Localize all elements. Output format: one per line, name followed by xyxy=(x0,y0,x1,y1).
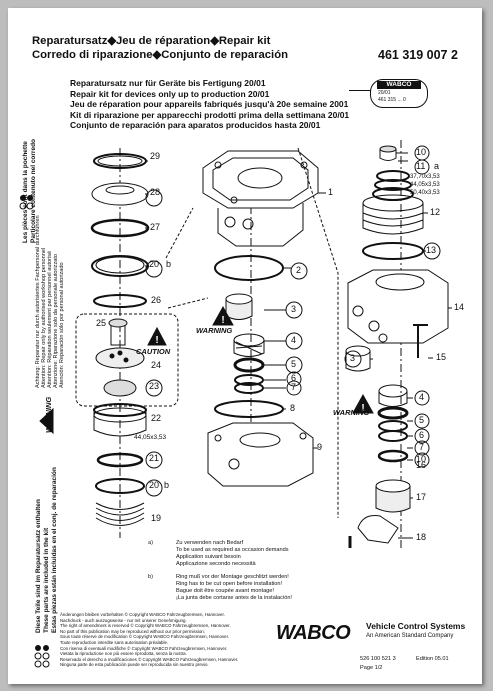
note-b-es: ¡La junta debe cortarse antes de la inst… xyxy=(176,595,292,601)
part-label-24: 24 xyxy=(151,360,162,370)
caution-text: CAUTION xyxy=(136,347,171,356)
part-label-16: 16 xyxy=(416,460,427,470)
part-label-6: 6 xyxy=(291,373,297,383)
svg-text:!: ! xyxy=(155,335,158,346)
note-b-de: Ring muß vor der Montage geschlitzt werd… xyxy=(176,574,289,580)
part-label-5-right: 5 xyxy=(419,415,425,425)
nameplate-line1: 20/01 xyxy=(378,90,391,96)
nameplate-leader xyxy=(349,90,371,91)
part-label-2: 2 xyxy=(296,265,302,275)
dimension-44-05: 44,05x3,53 xyxy=(410,182,440,188)
copyright-line-6: Toute reproduction interdite sans autori… xyxy=(60,639,169,645)
note-a-en: To be used as required as occasion deman… xyxy=(176,547,289,553)
note-b-en: Ring has to be cut open before installat… xyxy=(176,581,283,587)
nameplate-label: WABCO 20/01 461 315 ... 0 xyxy=(370,79,428,108)
part-label-20-lower-b: b xyxy=(164,480,170,490)
part-label-20-b: b xyxy=(166,259,172,269)
part-label-4: 4 xyxy=(291,335,297,345)
copyright-line-5: Sous toute réserve de modification © Cop… xyxy=(60,634,230,640)
intro-fr: Jeu de réparation pour appareils fabriqu… xyxy=(70,99,349,109)
company-name: Vehicle Control Systems xyxy=(366,621,466,631)
edition: Edition 05.01 xyxy=(416,656,449,662)
part-label-20-lower: 20 xyxy=(149,480,160,490)
part-label-29: 29 xyxy=(150,151,161,161)
part-label-9: 9 xyxy=(317,442,323,452)
exploded-view-drawing: ! ! ! xyxy=(19,140,452,668)
part-label-18: 18 xyxy=(416,532,427,542)
title-line-1: Reparatursatz◆Jeu de réparation◆Repair k… xyxy=(32,35,271,47)
part-label-4-right: 4 xyxy=(419,392,425,402)
part-label-28: 28 xyxy=(150,187,161,197)
note-b: Ring muß vor der Montage geschlitzt werd… xyxy=(176,574,292,602)
copyright-line-10: Ninguna parte de esta publicación puede … xyxy=(60,662,209,668)
part-number: 461 319 007 2 xyxy=(378,48,458,62)
part-label-10-right: 10 xyxy=(416,454,427,464)
copyright-line-3: The right of amendment is reserved © Cop… xyxy=(60,623,231,629)
intro-es: Conjunto de reparación para aparatos pro… xyxy=(70,120,321,130)
wabco-logo: WABCO xyxy=(276,622,351,644)
document-number: 526 100 521 3 xyxy=(360,656,396,662)
dimension-44-05-left: 44,05x3,53 xyxy=(134,434,167,441)
copyright-line-1: Änderungen bleiben vorbehalten © Copyrig… xyxy=(60,612,225,617)
part-label-17: 17 xyxy=(416,492,427,502)
copyright-line-7: Con riserva di eventuali modifiche © Cop… xyxy=(60,645,228,651)
nameplate-brand: WABCO xyxy=(377,81,421,89)
note-b-fr: Bague doit être coupée avant montage! xyxy=(176,588,274,594)
part-label-15: 15 xyxy=(436,352,447,362)
part-label-26: 26 xyxy=(151,295,162,305)
copyright-line-4: No part of this publication may be repro… xyxy=(60,628,205,634)
copyright-line-8: Vietata la riproduzione non più essere r… xyxy=(60,651,187,657)
part-label-12: 12 xyxy=(430,207,441,217)
part-label-11-a: a xyxy=(434,161,440,171)
warning-text-right: WARNING xyxy=(333,408,370,417)
warning-text-center: WARNING xyxy=(196,326,233,335)
document-page: Reparatursatz◆Jeu de réparation◆Repair k… xyxy=(8,8,482,684)
part-label-1: 1 xyxy=(328,187,334,197)
part-label-7-right: 7 xyxy=(419,442,425,452)
svg-text:!: ! xyxy=(221,315,224,326)
part-label-27: 27 xyxy=(150,222,161,232)
part-label-23: 23 xyxy=(149,381,160,391)
part-label-20: 20 xyxy=(149,259,160,269)
copyright-line-2: Nachdruck - auch auszugsweise - nur mit … xyxy=(60,617,187,623)
intro-de: Reparatursatz nur für Geräte bis Fertigu… xyxy=(70,78,266,88)
company-subtitle: An American Standard Company xyxy=(366,633,454,639)
part-label-22: 22 xyxy=(151,413,162,423)
part-label-19: 19 xyxy=(151,513,162,523)
page-number: Page 1/2 xyxy=(360,665,383,671)
part-label-5: 5 xyxy=(291,359,297,369)
part-label-21: 21 xyxy=(149,453,160,463)
part-label-3: 3 xyxy=(291,304,297,314)
part-label-13: 13 xyxy=(426,245,437,255)
note-a: Zu verwenden nach Bedarf To be used as r… xyxy=(176,540,289,568)
nameplate-line2: 461 315 ... 0 xyxy=(378,97,406,103)
part-label-14: 14 xyxy=(454,302,465,312)
part-label-8: 8 xyxy=(290,403,296,413)
part-label-10: 10 xyxy=(416,147,427,157)
warning-text-left: WARNING xyxy=(44,396,53,433)
copyright-line-9: Reservado el derecho a modificaciones © … xyxy=(60,656,239,662)
note-a-fr: Application suivant besoin xyxy=(176,554,241,560)
note-a-de: Zu verwenden nach Bedarf xyxy=(176,540,244,546)
note-a-label: a) xyxy=(148,540,153,546)
svg-text:!: ! xyxy=(361,403,364,414)
part-label-11: 11 xyxy=(416,161,426,171)
intro-it: Kit di riparazione per apparecchi prodot… xyxy=(70,109,350,120)
part-label-3-right: 3 xyxy=(350,353,356,363)
part-label-25: 25 xyxy=(96,318,107,328)
dimension-50-40: 50,40x3,53 xyxy=(410,190,440,196)
part-label-7: 7 xyxy=(291,382,297,392)
title-line-2: Corredo di riparazione◆Conjunto de repar… xyxy=(32,49,288,61)
note-a-it: Applicazione secondo necessità xyxy=(176,561,256,567)
copyright-block: Änderungen bleiben vorbehalten © Copyrig… xyxy=(60,612,260,668)
dimension-37-70: 37,70x3,53 xyxy=(410,174,440,180)
part-label-6-right: 6 xyxy=(419,430,425,440)
intro-en: Repair kit for devices only up to produc… xyxy=(70,88,270,99)
note-b-label: b) xyxy=(148,574,153,580)
